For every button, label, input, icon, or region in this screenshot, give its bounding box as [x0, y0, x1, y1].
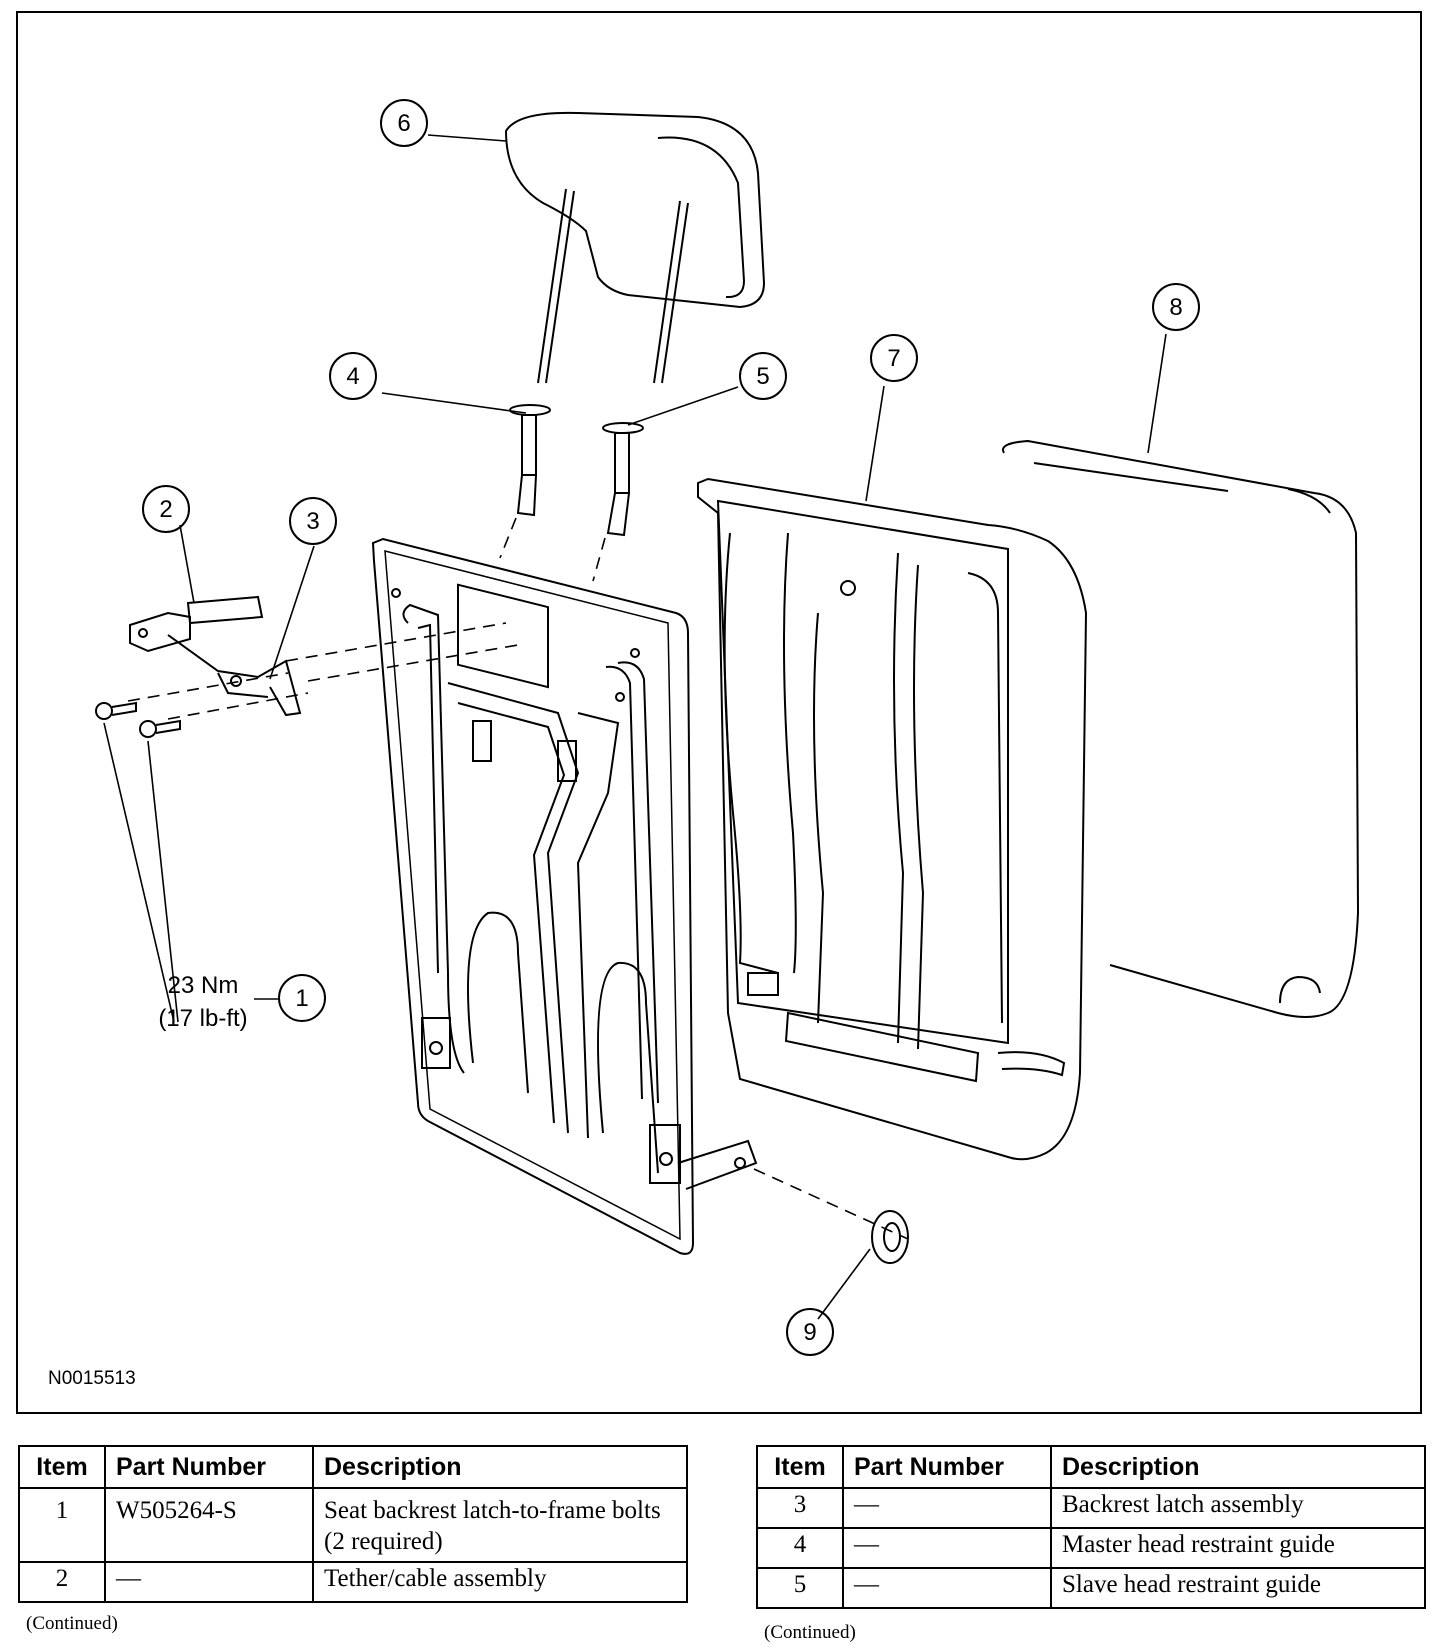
latch-bolts: [95, 701, 181, 738]
push-pin-retainer: [871, 1210, 909, 1264]
callout-2: 2: [159, 496, 172, 523]
callout-7: 7: [887, 345, 900, 372]
header-part-number: Part Number: [104, 1445, 314, 1489]
callout-6: 6: [397, 110, 410, 137]
cell-description: Master head restraint guide: [1050, 1527, 1426, 1569]
callout-5: 5: [756, 363, 769, 390]
continued-note-right: (Continued): [764, 1622, 856, 1643]
parts-table-right: Item Part Number Description 3 — Backres…: [756, 1445, 1426, 1609]
head-restraint: [504, 111, 766, 384]
table-row: 3 — Backrest latch assembly: [756, 1487, 1426, 1529]
table-row: 2 — Tether/cable assembly: [18, 1561, 688, 1603]
head-restraint-guide-slave: [602, 422, 644, 537]
cell-item: 2: [18, 1561, 106, 1603]
head-restraint-guide-master: [509, 404, 551, 517]
header-item: Item: [18, 1445, 106, 1489]
table-header-row: Item Part Number Description: [756, 1445, 1426, 1489]
leader-lines: [103, 134, 1167, 1320]
table-row: 1 W505264-S Seat backrest latch-to-frame…: [18, 1487, 688, 1563]
torque-nm: 23 Nm: [167, 972, 239, 999]
table-header-row: Item Part Number Description: [18, 1445, 688, 1489]
callout-numbers: 1 2 3 4 5 6 7 8 9: [159, 110, 1182, 1346]
backrest-latch-and-tether: [129, 595, 302, 717]
cell-item: 4: [756, 1527, 844, 1569]
cell-item: 1: [18, 1487, 106, 1563]
parts-table-left: Item Part Number Description 1 W505264-S…: [18, 1445, 688, 1603]
callout-4: 4: [346, 363, 359, 390]
continued-note-left: (Continued): [26, 1613, 118, 1634]
callout-1: 1: [295, 985, 308, 1012]
cell-description: Slave head restraint guide: [1050, 1567, 1426, 1609]
cell-part-number: —: [842, 1487, 1052, 1529]
cell-item: 5: [756, 1567, 844, 1609]
assembly-lines: [127, 517, 909, 1240]
cell-description: Tether/cable assembly: [312, 1561, 688, 1603]
table-row: 4 — Master head restraint guide: [756, 1527, 1426, 1569]
torque-lbft: (17 lb-ft): [158, 1005, 248, 1032]
torque-spec: 23 Nm (17 lb-ft): [128, 969, 278, 1035]
header-part-number: Part Number: [842, 1445, 1052, 1489]
cell-part-number: —: [842, 1527, 1052, 1569]
callout-9: 9: [803, 1319, 816, 1346]
exploded-view-figure: 1 2 3 4 5 6 7 8 9 23 Nm (17 lb-ft) N0015…: [16, 11, 1422, 1414]
callout-3: 3: [306, 508, 319, 535]
table-row: 5 — Slave head restraint guide: [756, 1567, 1426, 1609]
exploded-view-drawing: 1 2 3 4 5 6 7 8 9: [95, 99, 1360, 1356]
figure-id: N0015513: [48, 1368, 136, 1389]
header-description: Description: [312, 1445, 688, 1489]
header-item: Item: [756, 1445, 844, 1489]
seat-back-cover: [1002, 439, 1360, 1018]
cell-description: Backrest latch assembly: [1050, 1487, 1426, 1529]
seat-back-foam-pad: [697, 477, 1088, 1161]
cell-item: 3: [756, 1487, 844, 1529]
header-description: Description: [1050, 1445, 1426, 1489]
cell-part-number: —: [842, 1567, 1052, 1609]
cell-part-number: —: [104, 1561, 314, 1603]
cell-part-number: W505264-S: [104, 1487, 314, 1563]
cell-description: Seat backrest latch-to-frame bolts (2 re…: [312, 1487, 688, 1563]
seat-back-frame: [371, 537, 758, 1255]
callout-circles: [142, 99, 1200, 1356]
callout-8: 8: [1169, 294, 1182, 321]
